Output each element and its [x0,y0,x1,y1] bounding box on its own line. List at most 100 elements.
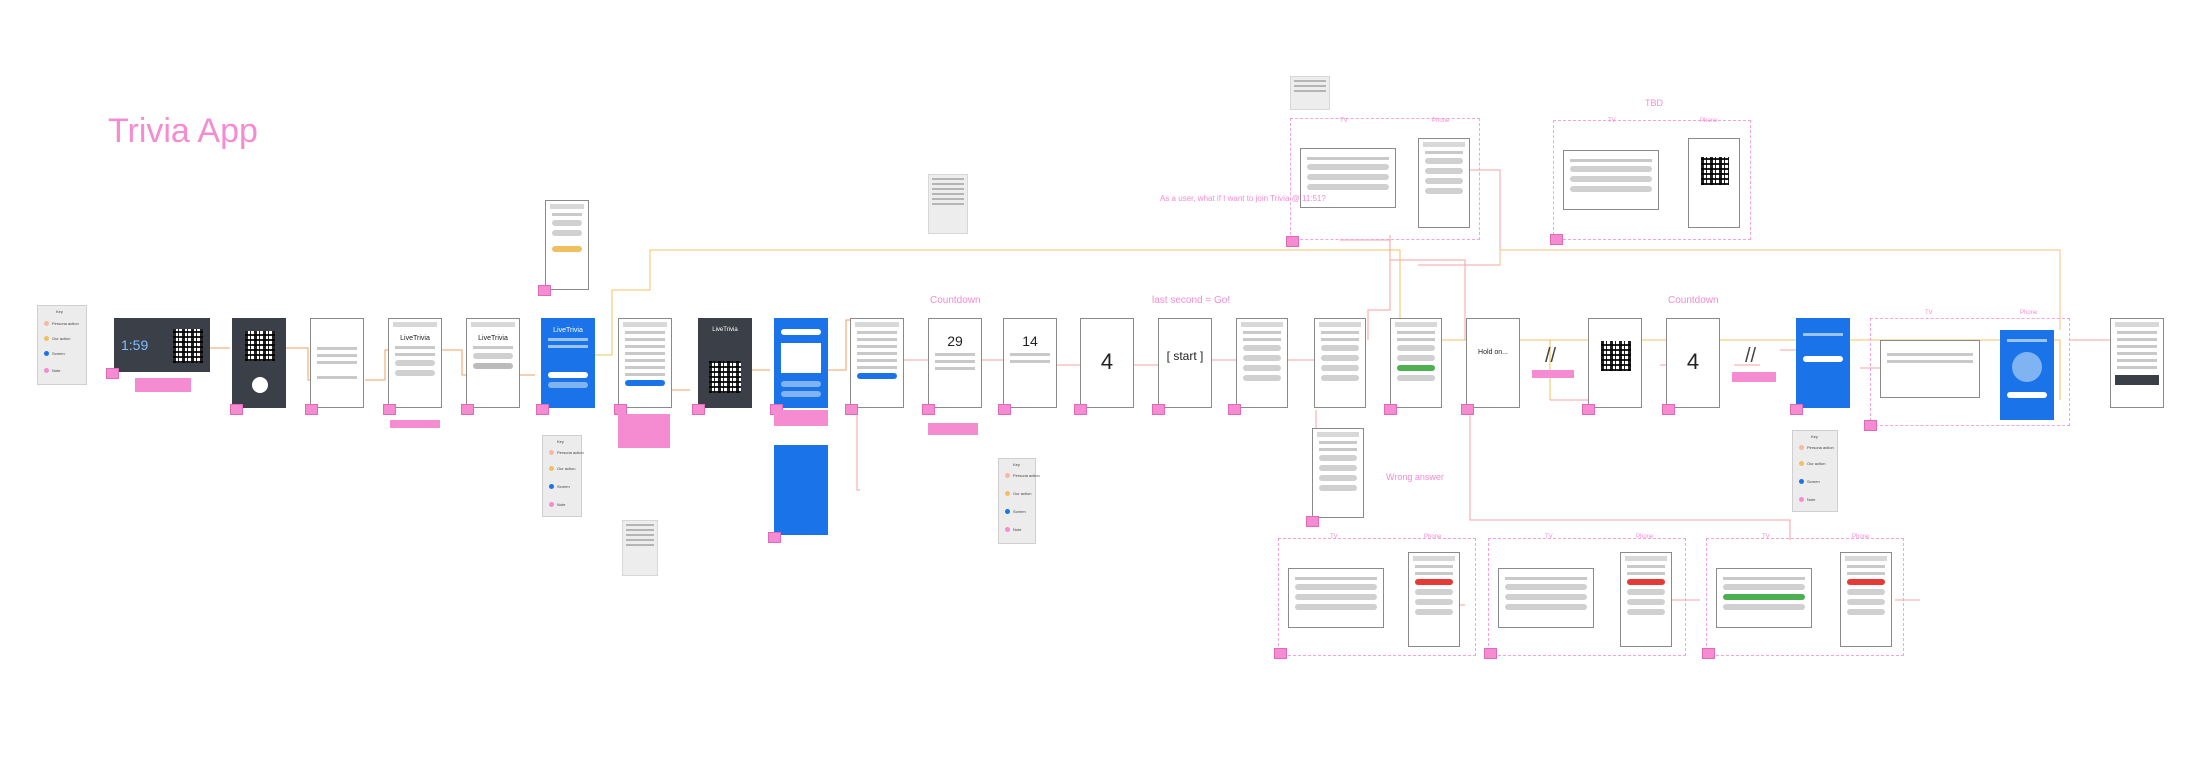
stage-label: last second = Go! [1152,295,1231,306]
key-entry: Persona action [52,321,79,326]
device-label: TV [1330,534,1338,540]
break-marker: // [1745,345,1757,367]
start-screen: [ start ] [1158,318,1212,408]
countdown-value: 4 [1100,349,1114,374]
key-entry: Persona action [557,450,584,455]
winner-screen [2000,330,2054,420]
timer-text: 1:59 [121,337,149,353]
screen-number [1286,236,1299,247]
screen-number [692,404,705,415]
question-screen [1314,318,1366,408]
app-store-screen [310,318,364,408]
join-qr-screen: LiveTrivia [698,318,752,408]
final-leaderboard-screen [2110,318,2164,408]
tv-answer-screen [1716,568,1812,628]
tv-timer-screen: 1:59 [114,318,210,372]
key-entry: Our action [1807,461,1826,466]
countdown-screen: 4 [1080,318,1134,408]
brand-text: LiveTrivia [712,327,738,333]
device-label: Phone [1636,534,1654,540]
phone-answer-screen [1418,138,1470,228]
welcome-screen: LiveTrivia [541,318,595,408]
tv-question-screen [1288,568,1384,628]
countdown-screen: 29 [928,318,982,408]
device-label: TV [1545,534,1553,540]
key-legend: Key Persona action Our action Screen Not… [542,435,584,517]
tv-question-screen [1563,150,1659,210]
stage-label: TBD [1645,98,1663,108]
screen-number [845,404,858,415]
stage-label: Wrong answer [1386,472,1444,482]
connector [1286,340,1317,361]
screen-number [461,404,474,415]
rejoin-qr-screen [1588,318,1642,408]
key-title: Key [1013,462,1020,467]
device-label: TV [1762,534,1770,540]
screen-number [1582,404,1595,415]
tv-phone-group [1870,318,2070,426]
device-label: TV [1340,118,1348,124]
key-title: Key [1811,434,1818,439]
key-title: Key [557,439,564,444]
qr-code-icon [173,329,203,363]
results-screen [1796,318,1850,408]
tv-phone-group [1278,538,1476,656]
screen-number [1662,404,1675,415]
connector [856,400,860,491]
page-title: Trivia App [108,112,258,150]
countdown-value: 4 [1686,349,1700,374]
blue-screen [774,445,828,535]
qr-code-icon [1701,157,1729,185]
device-label: Phone [1852,534,1870,540]
qr-code-icon [709,361,741,393]
screen-number [998,404,1011,415]
key-entry: Screen [52,351,65,356]
countdown-screen: 4 [1666,318,1720,408]
device-label: Phone [1432,118,1450,124]
key-swatch [44,351,49,356]
tv-message-screen [1880,340,1980,398]
phone-qr-screen [1688,138,1740,228]
screen-number [230,404,243,415]
connector [1389,235,1466,340]
key-legend: Key Persona action Our action Screen Not… [1792,430,1838,512]
key-swatch [44,336,49,341]
key-legend: Key Persona action Our action Screen Not… [998,458,1040,544]
connector [1469,410,1791,540]
tv-question-screen [1498,568,1594,628]
screen-number [1790,404,1803,415]
device-label: Phone [2020,310,2038,316]
note [1732,372,1776,382]
screen-number [1550,234,1563,245]
device-label: TV [1608,118,1616,124]
connector [1418,169,1501,266]
brand-text: LiveTrivia [553,327,583,334]
note [135,378,191,392]
qr-code-icon [245,331,275,361]
start-text: [ start ] [1166,349,1204,363]
key-entry: Our action [52,336,71,341]
phone-wrong-screen [1620,552,1672,647]
screen-number [383,404,396,415]
signup-screen: LiveTrivia [388,318,442,408]
tv-question-screen [1300,148,1396,208]
wrong-answer-screen [1312,428,1364,518]
device-label: Phone [1700,118,1718,124]
screen-number [1461,404,1474,415]
key-entry: Note [1013,527,1022,532]
answer-screen [1390,318,1442,408]
key-entry: Our action [1013,491,1032,496]
note [928,423,978,435]
device-label: TV [1925,310,1933,316]
tv-phone-group [1488,538,1686,656]
key-entry: Note [52,368,61,373]
note [774,410,828,426]
stage-label: Countdown [1668,295,1719,306]
screen-number [1384,404,1397,415]
key-entry: Screen [1807,479,1820,484]
account-form-screen [545,200,589,290]
sticky-note [1290,76,1330,110]
note [390,420,440,428]
screen-number [1274,648,1287,659]
